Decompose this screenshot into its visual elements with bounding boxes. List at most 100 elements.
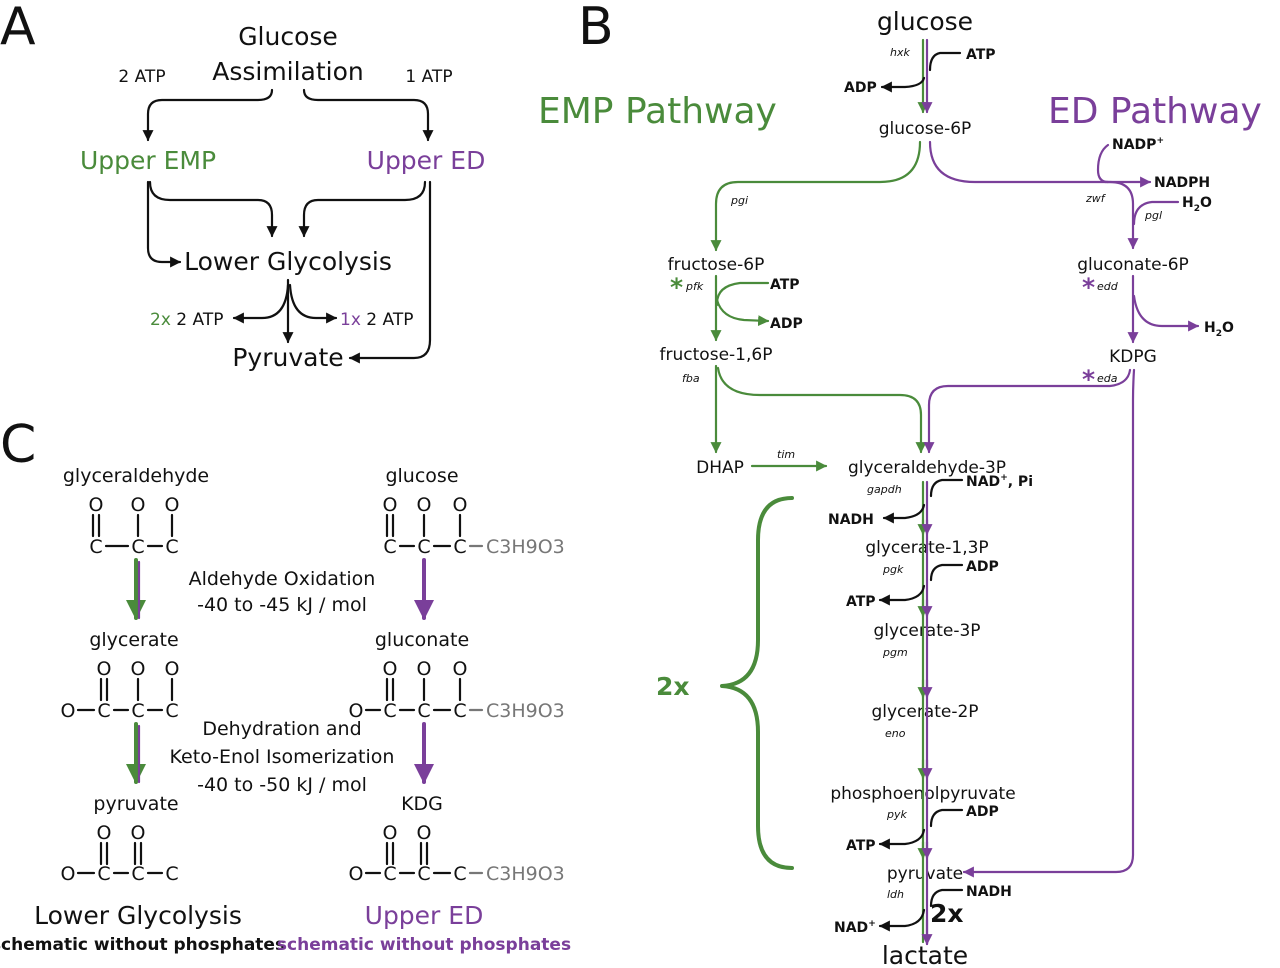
right-column-title: Upper ED — [365, 901, 484, 930]
panel-c: C glyceraldehyde O O O C C C glycerate O… — [0, 415, 571, 955]
pyk-adp-label: ADP — [966, 804, 999, 820]
metabolite-glucose-6p: glucose-6P — [879, 119, 972, 139]
metabolite-fructose-6p: fructose-6P — [668, 255, 765, 275]
edd-asterisk: * — [1082, 273, 1095, 302]
svg-text:C: C — [97, 863, 110, 885]
arrow-kdpg-to-pyruvate — [962, 368, 1136, 878]
metabolite-lactate: lactate — [882, 941, 968, 968]
ldh-2x-label: 2x — [930, 899, 964, 928]
stoichiometry-brace — [720, 496, 794, 870]
arrow-ed-yield — [288, 283, 338, 324]
enzyme-pfk: pfk — [685, 280, 704, 293]
step1-name: Aldehyde Oxidation — [189, 568, 376, 590]
gapdh-nadh-label: NADH — [828, 512, 874, 528]
svg-text:C: C — [89, 536, 102, 558]
panel-a: A Glucose Assimilation 2 ATP 1 ATP Upper… — [0, 0, 485, 372]
svg-text:O: O — [417, 494, 432, 516]
svg-text:O: O — [61, 700, 76, 722]
structure-glucose: O O O C C C C3H9O3 — [383, 494, 565, 558]
hxk-atp-in — [928, 51, 962, 72]
step1-energy: -40 to -45 kJ / mol — [197, 594, 367, 616]
svg-text:C: C — [131, 863, 144, 885]
arrow-ed-to-lower — [298, 180, 427, 238]
arrow-g6p-to-gn6p — [928, 140, 1139, 250]
label-kdg: KDG — [401, 793, 443, 815]
gapdh-nadh-out — [882, 503, 926, 524]
enzyme-ldh: ldh — [887, 888, 904, 901]
pfk-adp-out — [715, 298, 770, 327]
metabolite-kdpg: KDPG — [1109, 347, 1157, 367]
svg-text:O: O — [349, 863, 364, 885]
panel-b-letter: B — [578, 0, 614, 57]
enzyme-pgi: pgi — [730, 194, 748, 207]
label-pyruvate: pyruvate — [93, 793, 178, 815]
svg-text:C: C — [165, 700, 178, 722]
pfk-asterisk: * — [670, 273, 683, 302]
pfk-adp-label: ADP — [770, 316, 803, 332]
step2-energy: -40 to -50 kJ / mol — [197, 774, 367, 796]
svg-text:C: C — [417, 700, 430, 722]
ed-pathway-title: ED Pathway — [1048, 91, 1262, 132]
pfk-atp-in — [715, 281, 770, 307]
svg-text:C: C — [417, 536, 430, 558]
metabolite-glucose: glucose — [877, 7, 973, 36]
svg-text:C: C — [131, 700, 144, 722]
pyruvate-label: Pyruvate — [232, 343, 343, 372]
svg-text:O: O — [453, 494, 468, 516]
svg-text:O: O — [417, 658, 432, 680]
enzyme-tim: tim — [777, 448, 795, 461]
svg-text:O: O — [453, 658, 468, 680]
structure-glycerate: O O O O C C C — [61, 658, 180, 722]
svg-text:O: O — [165, 658, 180, 680]
svg-text:C: C — [453, 536, 466, 558]
gapdh-nad-in — [929, 478, 964, 498]
arrow-emp-to-lower-left — [146, 180, 182, 268]
ldh-nadh-in — [929, 888, 964, 908]
pyk-atp-label: ATP — [846, 838, 876, 854]
emp-pathway-title: EMP Pathway — [538, 91, 777, 132]
hxk-adp-out — [880, 76, 926, 93]
eda-asterisk: * — [1082, 365, 1095, 394]
enzyme-edd: edd — [1097, 280, 1119, 293]
svg-text:O: O — [383, 494, 398, 516]
svg-text:C: C — [165, 536, 178, 558]
ed-yield-multiplier: 1x — [340, 310, 361, 330]
hxk-adp-label: ADP — [844, 80, 877, 96]
panel-a-letter: A — [0, 0, 36, 57]
svg-text:C: C — [97, 700, 110, 722]
arrow-to-upper-ed — [302, 88, 434, 142]
left-column-title: Lower Glycolysis — [34, 901, 242, 930]
arrow-to-upper-emp — [142, 88, 274, 142]
enzyme-zwf: zwf — [1085, 192, 1107, 205]
metabolite-glyceraldehyde-3p: glyceraldehyde-3P — [848, 458, 1006, 478]
gapdh-nad-pi-label: NAD+, Pi — [966, 473, 1033, 490]
pgk-atp-label: ATP — [846, 594, 876, 610]
svg-text:C3H9O3: C3H9O3 — [486, 863, 565, 885]
metabolite-dhap: DHAP — [696, 458, 744, 478]
zwf-nadp-in — [1096, 143, 1110, 184]
enzyme-pgk: pgk — [882, 563, 904, 576]
svg-text:O: O — [383, 822, 398, 844]
enzyme-eno: eno — [885, 727, 906, 740]
ldh-nad-out — [878, 908, 926, 932]
assimilation-label: Assimilation — [212, 57, 364, 86]
ed-atp-cost: 1 ATP — [405, 67, 452, 87]
svg-text:C: C — [453, 700, 466, 722]
pfk-atp-label: ATP — [770, 277, 800, 293]
arrow-emp-to-lower-center — [148, 180, 278, 238]
panel-b: B EMP Pathway ED Pathway glucose glucose… — [538, 0, 1262, 968]
svg-text:C: C — [383, 700, 396, 722]
svg-text:C: C — [165, 863, 178, 885]
svg-text:O: O — [131, 658, 146, 680]
label-gluconate: gluconate — [375, 629, 469, 651]
svg-text:C: C — [131, 536, 144, 558]
arrow-fbp-to-gap — [716, 366, 927, 454]
svg-text:C3H9O3: C3H9O3 — [486, 536, 565, 558]
ed-yield-value: 2 ATP — [361, 310, 414, 330]
zwf-nadph-label: NADPH — [1154, 175, 1210, 191]
hxk-atp-label: ATP — [966, 47, 996, 63]
label-glyceraldehyde: glyceraldehyde — [63, 465, 209, 487]
enzyme-fba: fba — [682, 372, 700, 385]
svg-text:O: O — [131, 822, 146, 844]
emp-yield-value: 2 ATP — [171, 310, 224, 330]
